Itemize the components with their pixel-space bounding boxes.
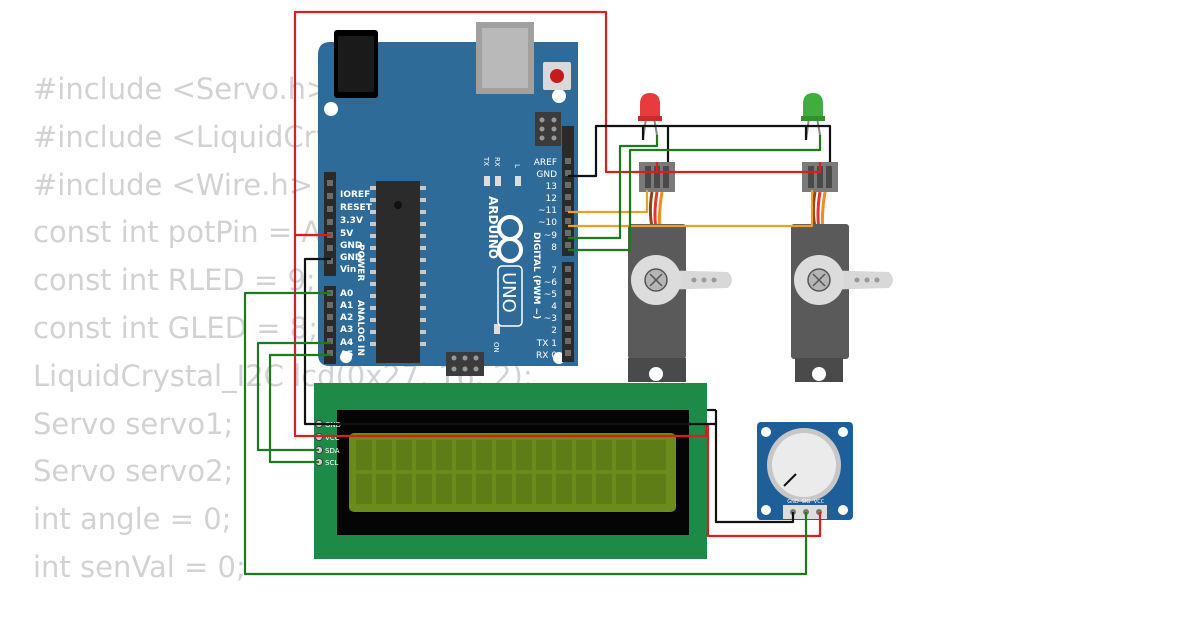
lcd-display[interactable]: GND VCC SDA SCL: [314, 383, 707, 559]
pot-pin-gnd: GND: [787, 499, 799, 505]
pin-label-13: 13: [546, 182, 557, 192]
pin-label-9: ~9: [544, 231, 558, 241]
lcd-pin-scl: SCL: [325, 459, 338, 467]
l-led-label: L: [513, 164, 521, 168]
pot-knob[interactable]: [772, 433, 836, 497]
red-led[interactable]: [638, 93, 662, 141]
pin-label-a3: A3: [340, 325, 353, 335]
analog-header-title: ANALOG IN: [355, 300, 365, 356]
pot-pin-vcc: VCC: [814, 499, 825, 505]
code-line: int senVal = 0;: [33, 549, 246, 584]
pin-label-2: 2: [551, 326, 557, 336]
rx-led-label: RX: [493, 157, 501, 167]
code-line: const int RLED = 9;: [33, 263, 316, 298]
wires: [243, 10, 832, 576]
green-led[interactable]: [801, 93, 825, 141]
potentiometer-module[interactable]: GND SIG VCC: [757, 422, 853, 520]
pin-label-5: ~5: [544, 290, 557, 300]
pin-label-a4: A4: [340, 338, 353, 348]
atmega-chip: [376, 181, 420, 363]
code-line: const int GLED = 8;: [33, 310, 319, 345]
arduino-logo: [497, 215, 523, 263]
code-line: #include <Servo.h>: [33, 72, 331, 106]
pin-label-12: 12: [546, 194, 557, 204]
pin-label-vin: Vin: [340, 265, 356, 275]
pin-label-10: ~10: [538, 218, 557, 228]
code-line: #include <Wire.h>: [33, 167, 314, 202]
code-line: int angle = 0;: [33, 502, 232, 537]
pot-pin-sig: SIG: [802, 499, 811, 505]
pin-label-6: ~6: [544, 278, 558, 288]
pin-label-7: 7: [551, 266, 557, 276]
lcd-pin-sda: SDA: [325, 447, 340, 455]
on-led-label: ON: [492, 342, 500, 353]
pin-label-gnd: GND: [340, 241, 362, 251]
pin-label-8: 8: [551, 243, 557, 253]
pin-label-reset: RESET: [340, 203, 373, 213]
digital-header-title: DIGITAL (PWM ~): [531, 232, 541, 319]
pin-label-aref: AREF: [534, 158, 557, 168]
pin-label-3v3: 3.3V: [340, 216, 363, 226]
pin-label-a1: A1: [340, 301, 353, 311]
uno-label: UNO: [497, 265, 523, 327]
code-line: Servo servo1;: [33, 406, 234, 441]
pin-label-ioref: IOREF: [340, 190, 370, 200]
pin-label-4: 4: [551, 302, 557, 312]
pin-label-gnd-digital: GND: [536, 170, 557, 180]
pin-label-gnd: GND: [340, 253, 362, 263]
pin-label-tx1: TX 1: [536, 339, 557, 349]
pin-label-3: ~3: [544, 314, 557, 324]
pin-label-11: ~11: [538, 206, 557, 216]
svg-text:UNO: UNO: [498, 272, 519, 313]
brand-label: ARDUINO: [486, 196, 500, 259]
lcd-pin-vcc: VCC: [325, 434, 340, 442]
servo-motor-1[interactable]: [628, 162, 732, 382]
tx-led-label: TX: [482, 156, 490, 166]
pin-label-a2: A2: [340, 313, 353, 323]
pin-label-a0: A0: [340, 289, 353, 299]
code-line: Servo servo2;: [33, 454, 234, 489]
servo-motor-2[interactable]: [791, 162, 893, 382]
power-header-title: POWER: [355, 244, 365, 281]
code-line: const int potPin = A0;: [33, 215, 350, 250]
pin-label-rx0: RX 0: [536, 351, 557, 361]
arduino-uno-board[interactable]: IOREF RESET 3.3V 5V GND GND Vin POWER A0…: [318, 22, 578, 376]
pin-label-a5: A5: [340, 350, 353, 360]
pin-label-5v: 5V: [340, 229, 353, 239]
